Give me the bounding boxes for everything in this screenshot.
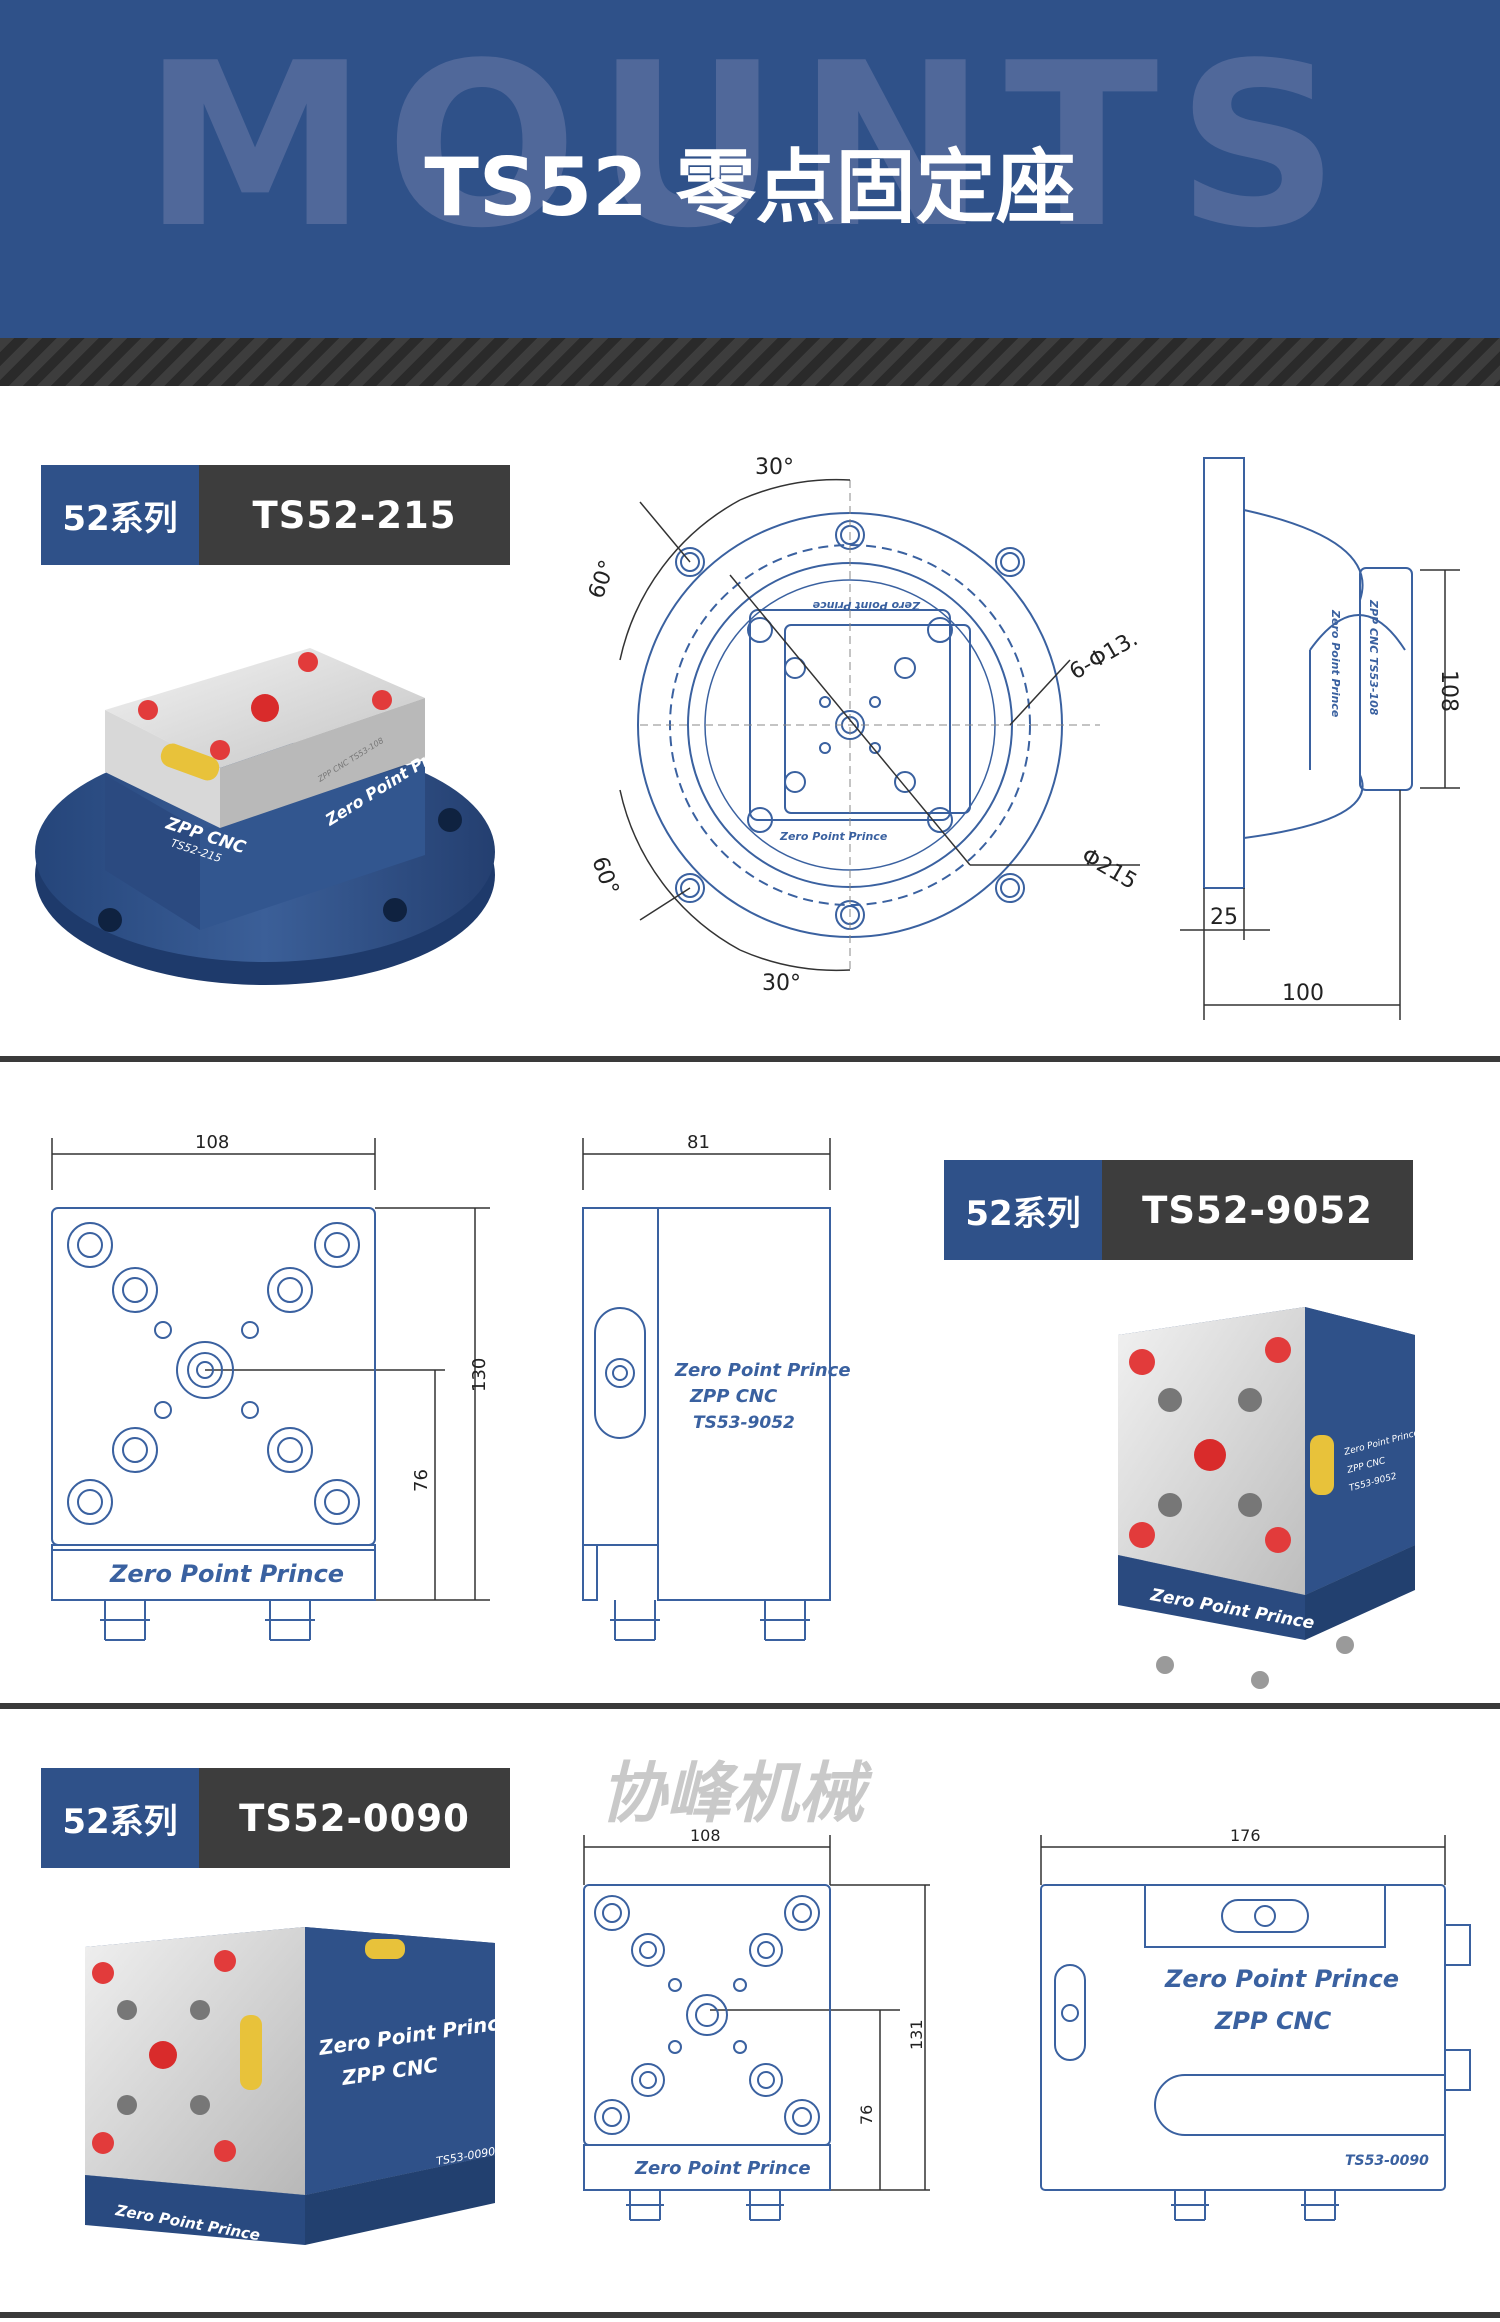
series-tag-3: 52系列 TS52-0090 [41,1768,510,1868]
drawing-ts52-0090-side: 176 Zero Point Prince ZPP CNC TS53-0090 [1040,1826,1471,2221]
drawing-text: ZPP CNC TS53-108 [1367,599,1380,716]
series-tag-2: 52系列 TS52-9052 [944,1160,1413,1260]
header-background-word: MOUNTS [142,15,1358,278]
section-divider [0,1056,1500,1062]
drawing-text: ZPP CNC [1214,2007,1332,2035]
dim-angle: 30° [762,971,801,996]
model-label: TS52-9052 [1102,1160,1413,1260]
drawing-text: Zero Point Prince [1164,1965,1399,1993]
model-label: TS52-0090 [199,1768,510,1868]
dim-angle: 60° [584,557,621,602]
series-tag-1: 52系列 TS52-215 [41,465,510,565]
drawing-text: Zero Point Prince [634,2158,811,2179]
watermark-text: 协峰机械 [600,1754,864,1832]
drawing-text: TS53-9052 [693,1413,795,1433]
dim-depth: 100 [1282,981,1324,1006]
series-label: 52系列 [41,1768,199,1868]
header-banner: MOUNTS TS52 零点固定座 [0,0,1500,338]
section-divider [0,2312,1500,2318]
product-photo-ts52-9052: Zero Point Prince Zero Point Prince ZPP … [1118,1307,1421,1689]
drawing-text: Zero Point Prince [779,830,888,843]
drawing-ts52-0090-front: 108 131 76 Zero Point Prince [583,1826,930,2221]
drawing-text: Zero Point Prince [674,1360,851,1381]
dim-height: 130 [469,1358,490,1392]
drawing-ts52-215-side: 108 25 100 ZPP CNC TS53-108 Zero Point P… [1180,457,1461,1020]
dim-angle: 30° [755,455,794,480]
dim-diameter: Φ215 [1077,844,1141,895]
dim-height: 108 [1436,670,1461,712]
dim-depth: 81 [687,1132,710,1153]
dim-center: 76 [411,1469,432,1492]
drawing-ts52-215-front: 30° 60° 60° 30° 6-Φ13. Φ215 Zero Point P… [584,455,1143,996]
hatch-stripe [0,338,1500,386]
dim-width: 108 [195,1132,229,1153]
dim-width: 108 [690,1826,721,1845]
dim-center: 76 [857,2105,876,2125]
dim-height: 131 [907,2019,926,2050]
section-divider [0,1703,1500,1709]
dim-length: 176 [1230,1826,1261,1845]
series-label: 52系列 [944,1160,1102,1260]
drawing-text: TS53-0090 [1345,2153,1429,2169]
drawing-text: ZPP CNC [689,1386,778,1407]
dim-hole-callout: 6-Φ13. [1066,626,1143,685]
dim-angle: 60° [586,854,623,899]
drawing-ts52-9052-side: 81 Zero Point Prince ZPP CNC TS53-9052 [582,1132,851,1641]
drawing-text: Zero Point Prince [812,599,921,612]
page-title: TS52 零点固定座 [424,141,1076,234]
dim-flange: 25 [1210,905,1238,930]
drawing-text: Zero Point Prince [1329,609,1342,718]
model-label: TS52-215 [199,465,510,565]
product-photo-ts52-215: ZPP CNC TS52-215 Zero Point Prince ZPP C… [35,648,495,985]
product-photo-ts52-0090: Zero Point Prince ZPP CNC TS53-0090 Zero… [85,1927,514,2245]
drawing-text: Zero Point Prince [109,1560,344,1588]
drawing-ts52-9052-front: 108 130 76 Zero Point Prince [51,1132,490,1641]
series-label: 52系列 [41,465,199,565]
